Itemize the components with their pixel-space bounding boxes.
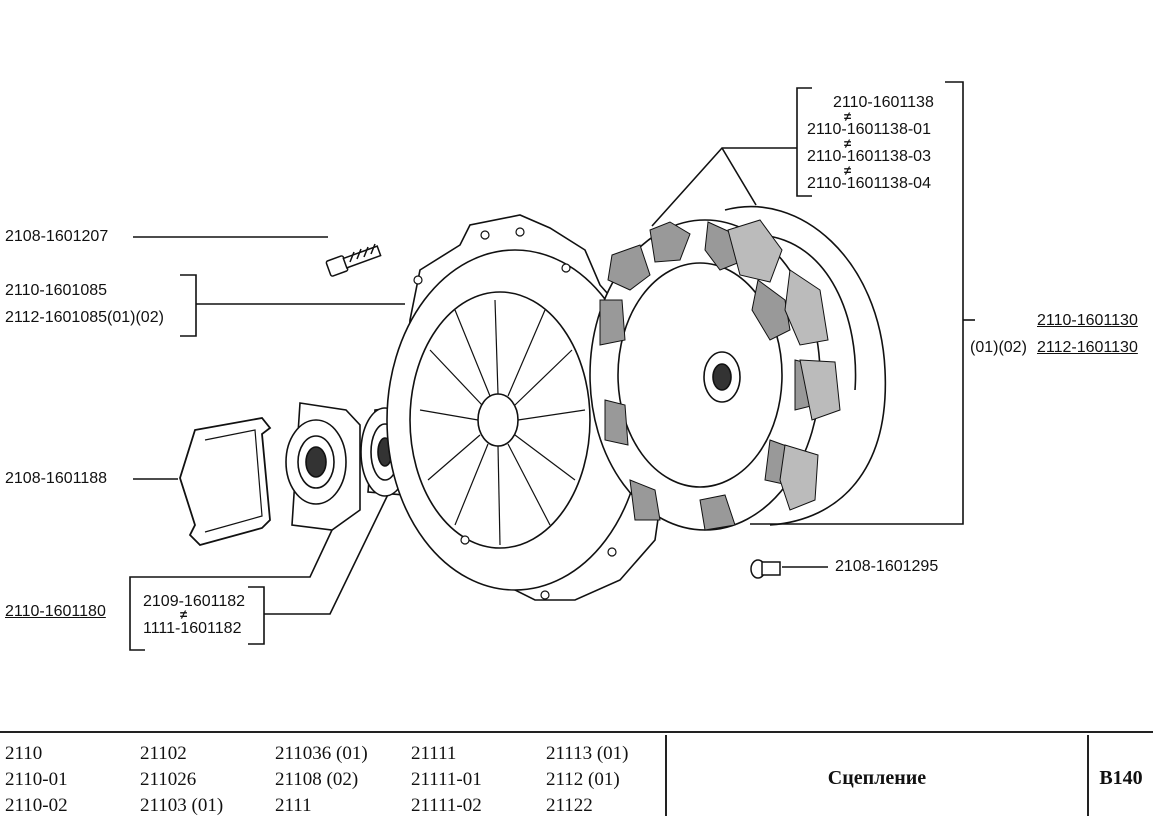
model-item: 21102 bbox=[140, 743, 187, 764]
model-item: 21111 bbox=[411, 743, 457, 764]
leader-disc-b bbox=[721, 147, 757, 206]
neq-symbol-bearing: ≠ bbox=[180, 607, 188, 622]
model-column: 21111 21111-01 21111-02 bbox=[411, 741, 482, 819]
model-item: 2110-01 bbox=[5, 769, 68, 790]
bracket-bearing bbox=[248, 586, 265, 645]
model-column: 2110 2110-01 2110-02 bbox=[5, 741, 68, 819]
label-clutch-set-2-prefix: (01)(02) bbox=[970, 339, 1027, 356]
label-disc-2: 2110-1601138-01 bbox=[807, 121, 931, 138]
model-item: 211036 (01) bbox=[275, 743, 368, 764]
clutch-facing-part bbox=[724, 205, 887, 526]
label-disc-3: 2110-1601138-03 bbox=[807, 148, 931, 165]
model-item: 21103 (01) bbox=[140, 795, 224, 816]
spring-clip-inner bbox=[204, 429, 263, 533]
neq-symbol-disc-3: ≠ bbox=[844, 163, 852, 178]
clutch-disc-part bbox=[589, 219, 821, 531]
bracket-release-left bbox=[129, 622, 145, 651]
model-item: 21113 (01) bbox=[546, 743, 629, 764]
label-pressure-plate-1: 2110-1601085 bbox=[5, 282, 108, 299]
model-item: 21111-02 bbox=[411, 795, 482, 816]
label-bearing-2: 1111-1601182 bbox=[143, 620, 242, 637]
clutch-exploded-diagram bbox=[129, 81, 975, 651]
label-bearing-1: 2109-1601182 bbox=[143, 593, 246, 610]
model-item: 2111 bbox=[275, 795, 312, 816]
model-item: 21122 bbox=[546, 795, 593, 816]
model-column: 211036 (01) 21108 (02) 2111 bbox=[275, 741, 368, 819]
model-item: 21111-01 bbox=[411, 769, 482, 790]
neq-symbol-disc-1: ≠ bbox=[844, 109, 852, 124]
label-clutch-set-2: 2112-1601130 bbox=[1037, 339, 1138, 356]
label-disc-4: 2110-1601138-04 bbox=[807, 175, 931, 192]
release-sleeve-part bbox=[285, 402, 361, 531]
label-disc-1: 2110-1601138 bbox=[833, 94, 934, 111]
model-item: 21108 (02) bbox=[275, 769, 359, 790]
model-item: 2110-02 bbox=[5, 795, 68, 816]
model-item: 2112 (01) bbox=[546, 769, 620, 790]
leader-release-assy bbox=[129, 529, 333, 622]
neq-symbol-disc-2: ≠ bbox=[844, 136, 852, 151]
footer-divider bbox=[1087, 735, 1089, 816]
label-screw: 2108-1601295 bbox=[835, 558, 939, 575]
model-column: 21113 (01) 2112 (01) 21122 bbox=[546, 741, 629, 819]
footer-divider bbox=[665, 735, 667, 816]
label-spring-clip: 2108-1601188 bbox=[5, 470, 108, 487]
bracket-disc bbox=[796, 87, 812, 197]
spring-clip-part bbox=[179, 417, 272, 547]
leader-disc-a bbox=[651, 147, 797, 227]
leader-bearing bbox=[264, 479, 396, 615]
page-code: B140 bbox=[1099, 767, 1143, 789]
bolt-part bbox=[325, 243, 382, 277]
model-column: 21102 211026 21103 (01) bbox=[140, 741, 223, 819]
model-item: 211026 bbox=[140, 769, 197, 790]
bracket-clutch-set bbox=[750, 81, 964, 525]
label-clutch-set-1: 2110-1601130 bbox=[1037, 312, 1138, 329]
model-item: 2110 bbox=[5, 743, 43, 764]
label-pressure-plate-2: 2112-1601085(01)(02) bbox=[5, 309, 164, 326]
bracket-pressure-plate bbox=[180, 274, 197, 337]
section-title: Сцепление bbox=[827, 767, 927, 789]
label-bolt: 2108-1601207 bbox=[5, 228, 109, 245]
screw-part bbox=[750, 559, 781, 579]
footer-table: 2110 2110-01 2110-02 21102 211026 21103 … bbox=[0, 731, 1153, 816]
label-release-assy: 2110-1601180 bbox=[5, 603, 106, 620]
